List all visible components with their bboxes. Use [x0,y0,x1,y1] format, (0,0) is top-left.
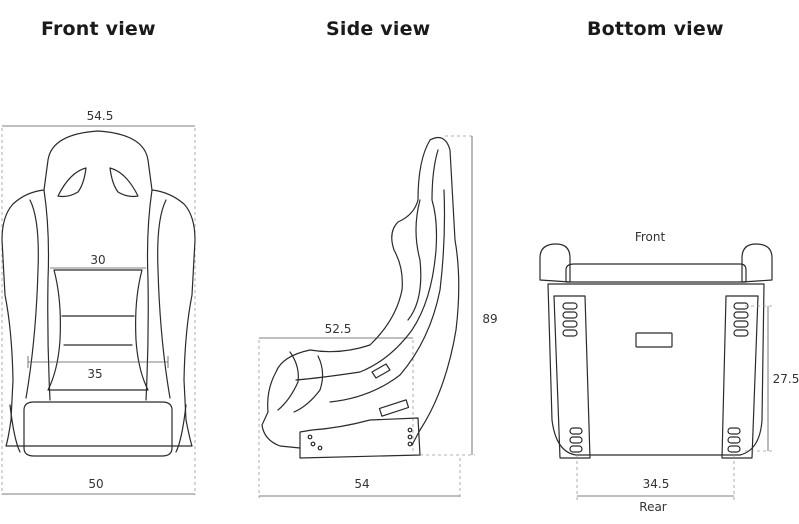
shoulder-slot-left [57,167,87,198]
base-label-plate [635,332,673,348]
bottom-rail-spacing-label: 34.5 [643,477,670,491]
front-upper-inner-label: 30 [90,253,105,267]
side-mount-bracket [299,417,421,459]
side-view-title: Side view [326,18,431,40]
side-height-label: 89 [482,312,497,326]
side-view-drawing: 52.5 89 54 [258,135,498,498]
shoulder-slot-right [109,167,139,198]
left-bolster [539,243,571,283]
side-depth-top-label: 52.5 [325,322,352,336]
bottom-rear-label: Rear [639,500,667,514]
bottom-rail-length-label: 27.5 [773,372,799,386]
front-bottom-width-label: 50 [88,477,103,491]
side-depth-bottom-label: 54 [354,477,369,491]
bottom-view-drawing: Front 27.5 34.5 Rear [539,230,799,514]
bottom-view-title: Bottom view [587,18,724,40]
front-lower-inner-label: 35 [87,367,102,381]
side-seat-back-outline [411,137,460,446]
front-seat-outline [1,130,196,447]
right-rail [721,295,759,459]
front-top-width-label: 54.5 [87,109,114,123]
seat-base-pan [547,283,765,456]
left-rail [553,295,591,459]
right-bolster [741,243,773,283]
bottom-front-label: Front [635,230,666,244]
front-view-title: Front view [41,18,156,40]
front-view-drawing: 54.5 30 35 50 [1,109,196,495]
seat-cushion [23,401,173,457]
